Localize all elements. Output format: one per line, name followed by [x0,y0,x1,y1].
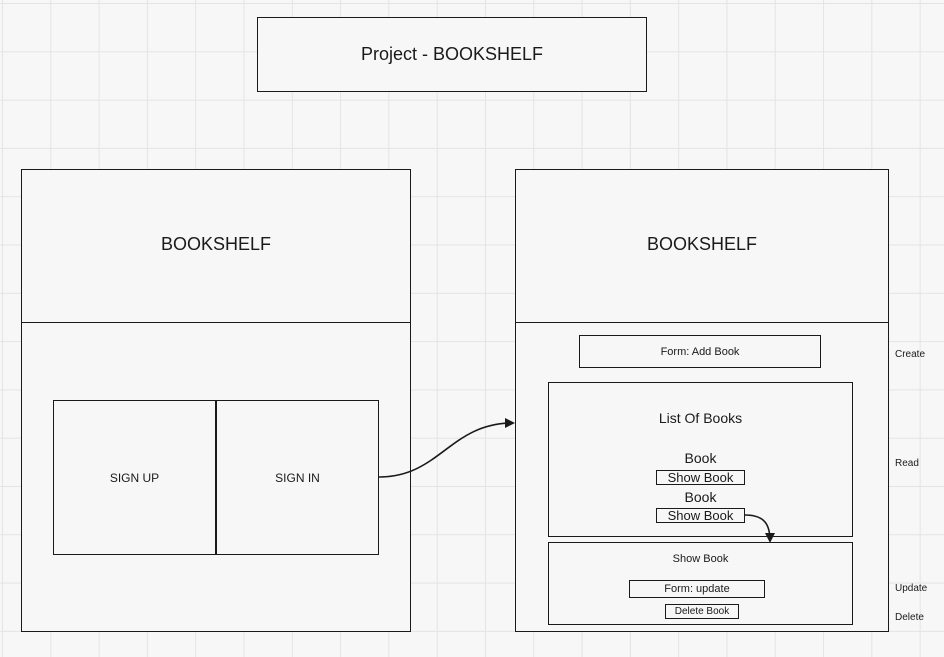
right-header-title: BOOKSHELF [646,234,758,254]
form-add-book-label: Form: Add Book [660,345,740,358]
left-header-title: BOOKSHELF [160,234,272,254]
form-add-book-box: Form: Add Book [579,335,821,368]
sign-up-label: SIGN UP [109,470,160,485]
crud-label-delete: Delete [895,612,924,623]
book-list-title: List Of Books [658,410,743,426]
show-book-button-1: Show Book [656,470,745,485]
show-book-button-1-label: Show Book [667,470,734,485]
left-header-divider [21,322,411,323]
sign-in-label: SIGN IN [275,470,320,485]
form-update-label: Form: update [664,583,730,595]
title-box: Project - BOOKSHELF [257,17,647,92]
sign-in-box: SIGN IN [216,400,379,555]
crud-label-update: Update [895,583,928,594]
sign-in-to-bookshelf-arrow [378,418,515,478]
sign-up-box: SIGN UP [53,400,216,555]
diagram-title: Project - BOOKSHELF [360,44,544,64]
delete-book-label: Delete Book [674,606,730,617]
crud-label-create: Create [895,349,926,360]
show-book-button-2-label: Show Book [667,508,734,523]
show-book-button-2: Show Book [656,508,745,523]
show-book-panel-title: Show Book [672,553,729,565]
form-update-box: Form: update [629,580,765,598]
delete-book-box: Delete Book [665,604,739,619]
book-item-1: Book [684,450,717,466]
crud-label-read: Read [895,458,919,469]
show-book-to-panel-arrow [744,514,775,543]
right-header-divider [515,322,889,323]
book-item-2: Book [684,489,717,505]
